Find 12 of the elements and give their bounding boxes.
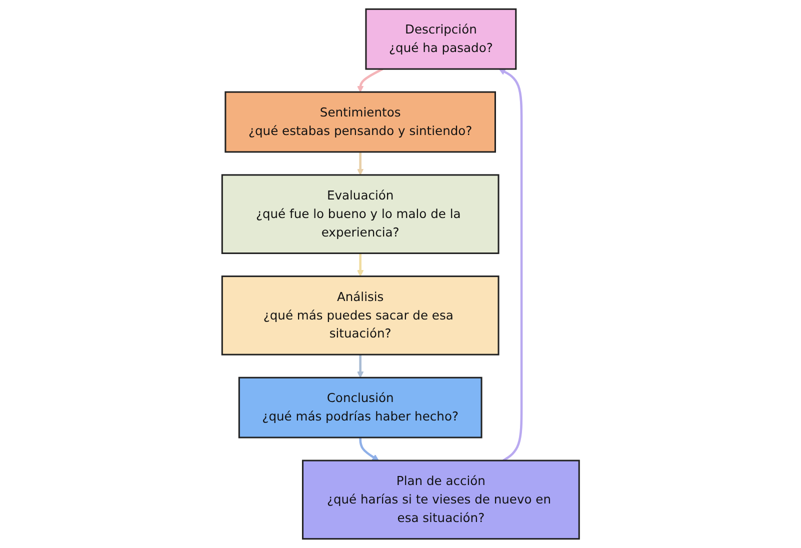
node-box: Descripción ¿qué ha pasado?: [365, 8, 517, 70]
node-box: Sentimientos ¿qué estabas pensando y sintiendo?: [224, 91, 496, 153]
arrow: [359, 438, 379, 461]
arrow: [356, 253, 364, 277]
node-box: Análisis ¿qué más puedes sacar de esa situación?: [221, 276, 500, 356]
node-box: Evaluación ¿qué fue lo bueno y lo malo de la experiencia?: [221, 174, 500, 254]
node-box: Conclusión ¿qué más podrías haber hecho?: [238, 376, 482, 438]
node-box: Plan de acción ¿qué harías si te vieses de nuevo en esa situación?: [302, 460, 580, 540]
arrow: [356, 354, 364, 378]
arrow: [498, 68, 523, 462]
arrow: [356, 152, 364, 176]
arrow: [356, 68, 384, 92]
